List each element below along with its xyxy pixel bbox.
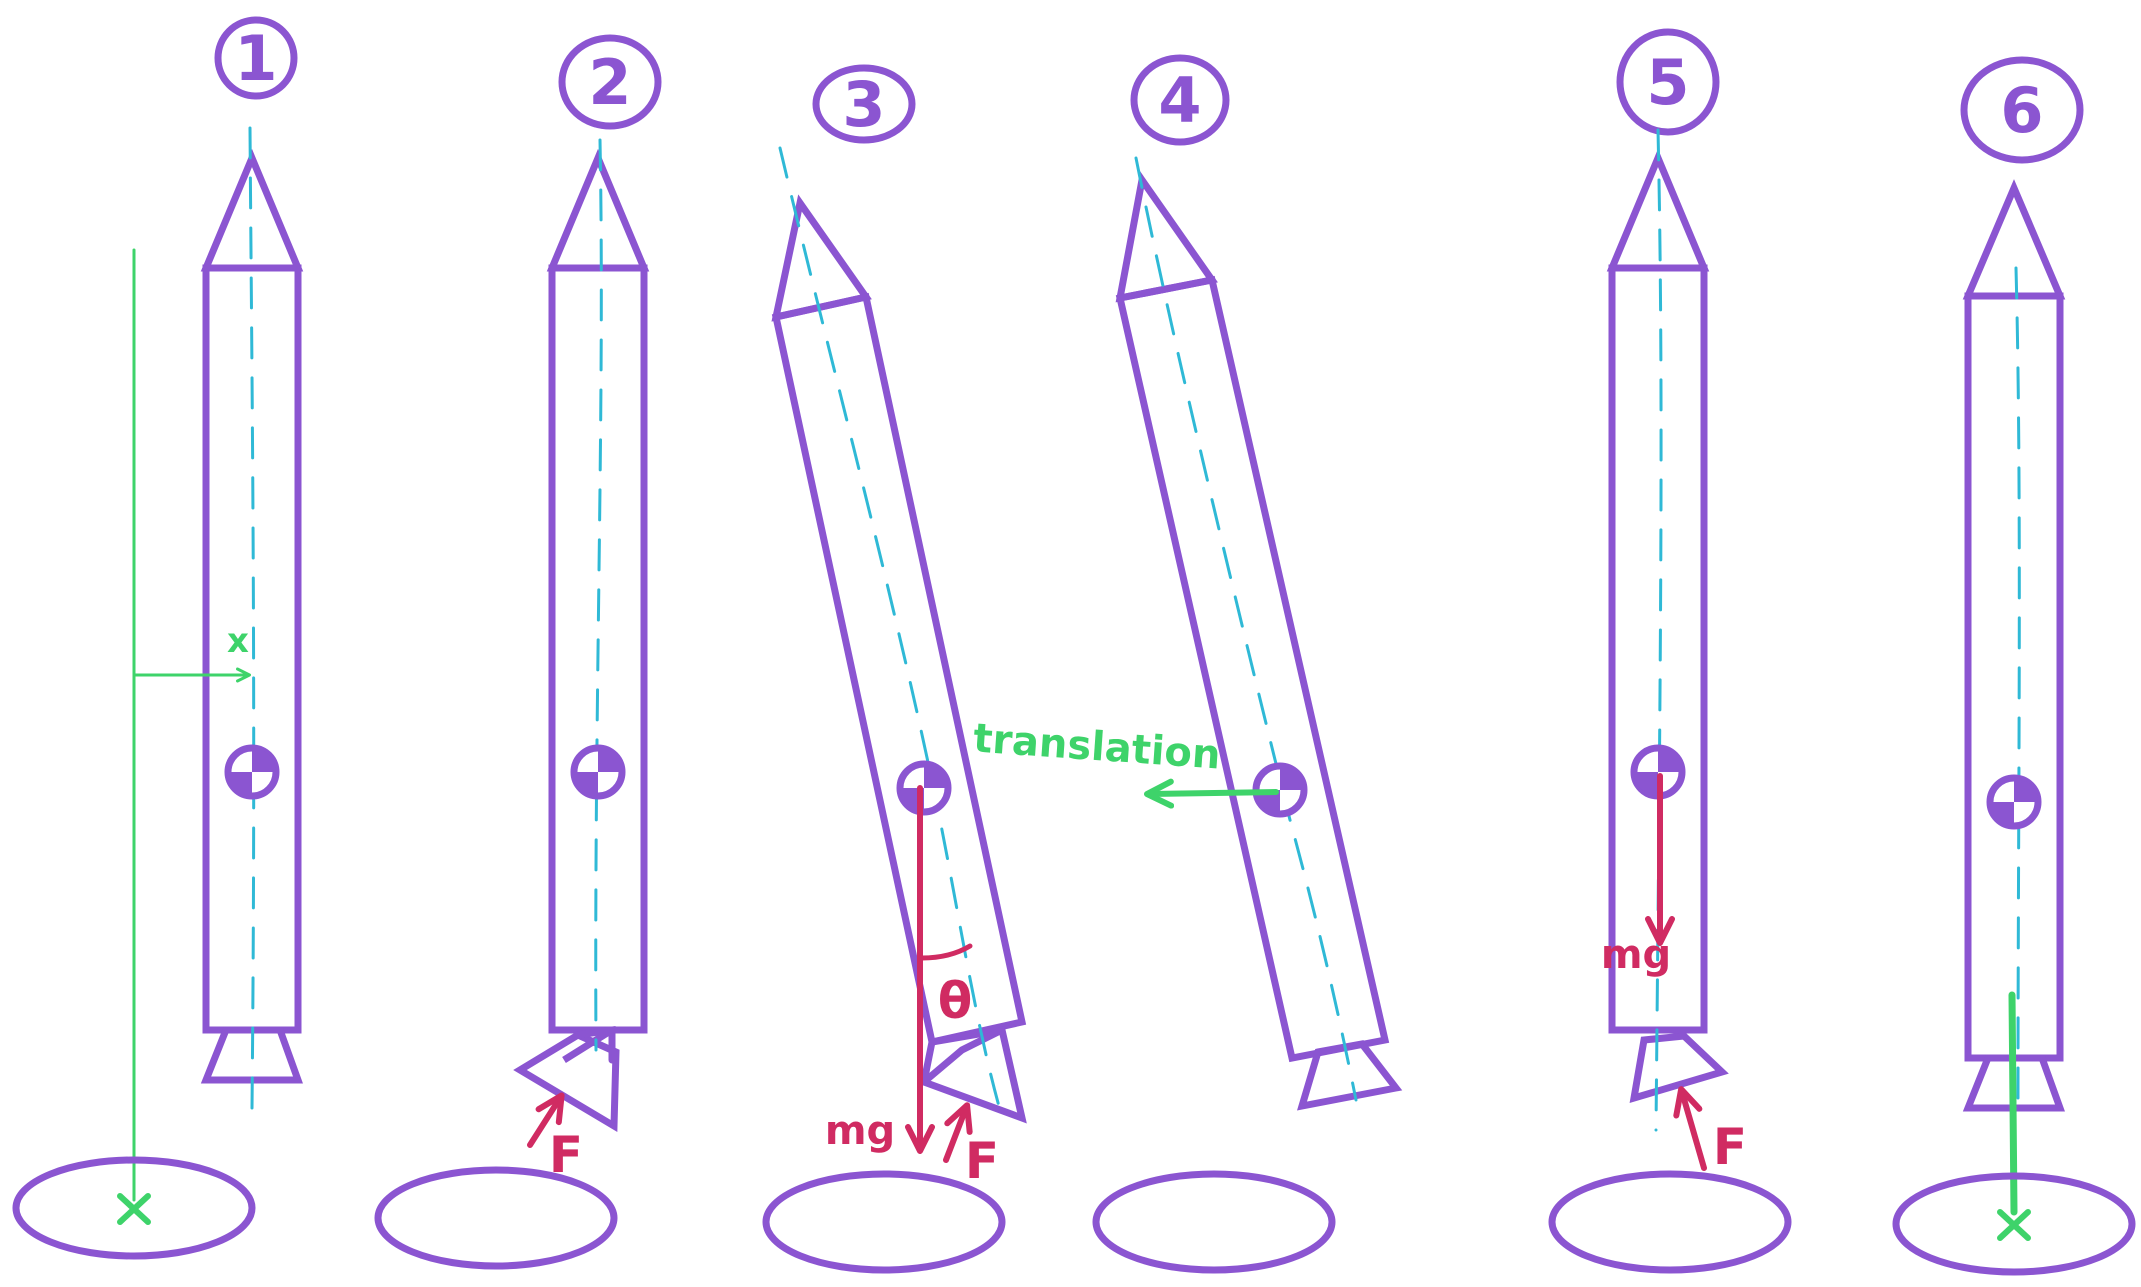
rocket (1962, 179, 2066, 1112)
step-number-circle (1616, 28, 1720, 136)
tilt-angle-label: θ (938, 972, 972, 1030)
step-3: 3 θ mg F (762, 64, 1027, 1274)
translation-label: translation (972, 715, 1222, 778)
landing-pad (762, 1170, 1006, 1274)
rocket (771, 194, 1027, 1124)
rocket-axis (778, 146, 1002, 1112)
landing-target-icon (1997, 1209, 2031, 1241)
weight-label: mg (1601, 932, 1671, 978)
step-number-circle (1130, 54, 1230, 146)
thrust-arrow (527, 1092, 565, 1148)
rocket-engine-nozzle (513, 1025, 620, 1133)
landing-pad (1092, 1170, 1336, 1274)
rocket (1115, 171, 1403, 1111)
rocket-axis (1654, 128, 1663, 1132)
center-of-mass-icon (896, 760, 952, 816)
rocket-body (1964, 292, 2064, 1062)
thrust-arrow (943, 1102, 973, 1163)
center-of-mass-icon (1986, 774, 2042, 830)
rocket-axis (2014, 266, 2021, 1102)
rocket-nose-cone (1962, 179, 2066, 300)
thrust-arrow (1673, 1086, 1707, 1171)
rocket-body (771, 292, 1027, 1047)
step-number: 1 (234, 22, 277, 95)
displacement-label: x (227, 621, 249, 661)
step-number-circle (558, 34, 662, 130)
step-number-circle (812, 64, 916, 144)
step-2: 2 F (374, 34, 662, 1270)
rocket-engine-nozzle-gimballed (919, 1025, 1027, 1124)
step-number: 4 (1158, 64, 1201, 137)
rocket-nose-cone (546, 148, 650, 272)
rocket-engine-nozzle-gimballed (1629, 1032, 1729, 1103)
tilt-angle-arc (919, 943, 973, 961)
rocket-body (1115, 275, 1390, 1063)
rocket-axis (594, 138, 603, 1052)
landing-pad (1892, 1172, 2136, 1276)
landing-pad (1548, 1170, 1792, 1274)
thrust-label: F (1713, 1118, 1747, 1176)
rocket-engine-nozzle (200, 1026, 303, 1084)
step-number: 5 (1646, 46, 1689, 119)
step-number-circle (1960, 56, 2084, 164)
step-number: 3 (842, 68, 885, 141)
translation-arrow (1144, 778, 1279, 809)
rocket-axis (1134, 156, 1358, 1102)
step-5: 5 mg F (1548, 28, 1792, 1274)
rocket-engine-nozzle (1297, 1040, 1403, 1111)
rocket-nose-cone (1606, 148, 1710, 272)
landing-target-icon (117, 1193, 151, 1225)
step-6: 6 (1892, 56, 2136, 1276)
step-4: 4 translation (972, 54, 1403, 1274)
landing-pad (12, 1156, 256, 1260)
step-number-circle (214, 16, 298, 100)
landing-pad (374, 1166, 618, 1270)
center-of-mass-icon (224, 744, 280, 800)
step-1: 1 x (12, 16, 304, 1260)
rocket-axis (248, 126, 256, 1110)
center-of-mass-icon (570, 744, 626, 800)
center-of-mass-icon (1252, 762, 1308, 818)
rocket-engine-nozzle (1962, 1054, 2065, 1112)
step-number: 2 (588, 46, 631, 119)
step-number: 6 (2000, 74, 2043, 147)
weight-label: mg (825, 1108, 895, 1154)
thrust-label: F (965, 1132, 999, 1190)
